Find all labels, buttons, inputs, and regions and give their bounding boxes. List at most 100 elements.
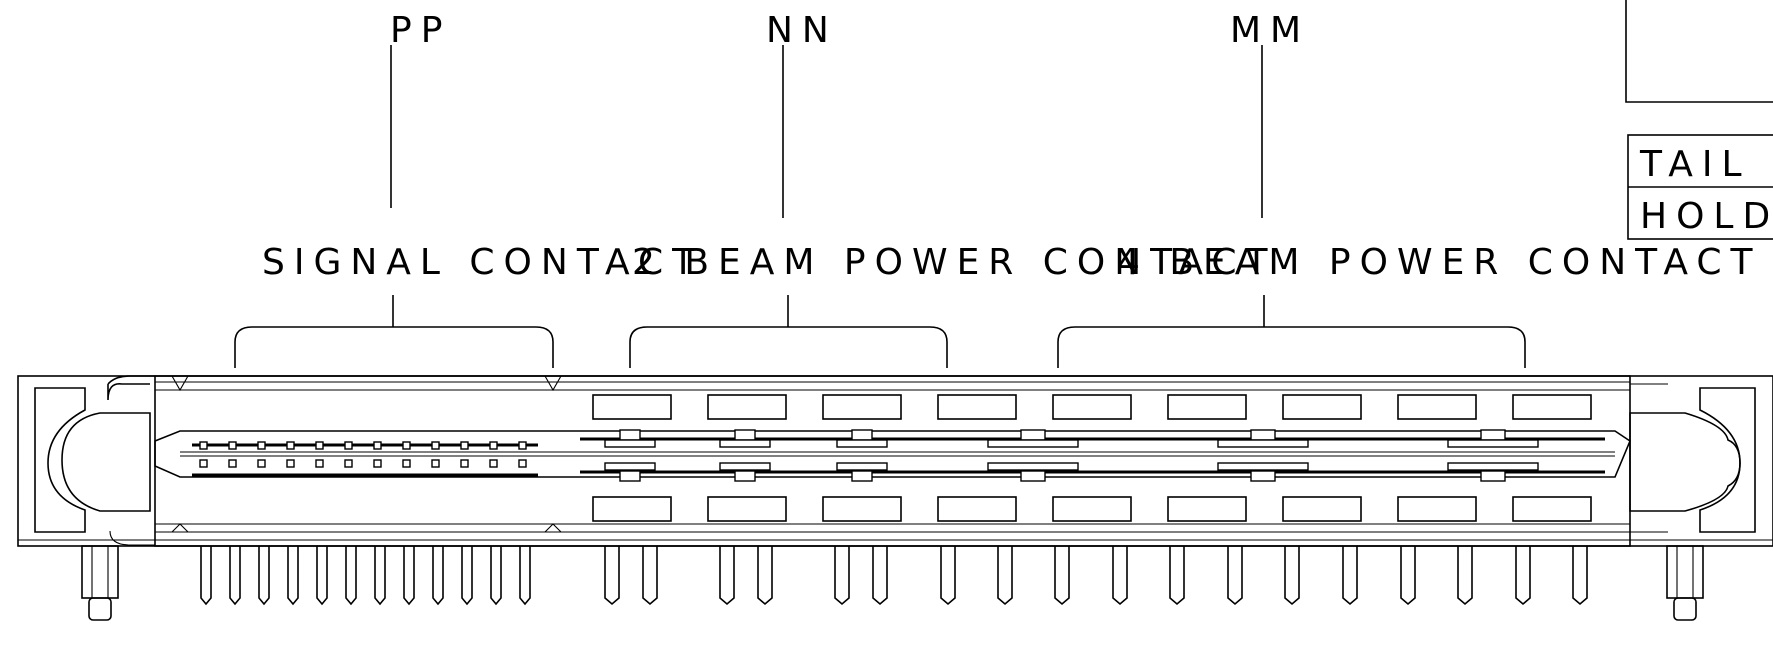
power-contact-4-beam (1217, 462, 1309, 471)
signal-tail-pin (287, 546, 299, 606)
signal-tail-pin (229, 546, 241, 606)
signal-contact (518, 459, 527, 468)
power-contact-latch (734, 429, 756, 441)
power-contact-latch (1250, 429, 1276, 441)
power-window-top (1397, 394, 1477, 420)
power-contact-blades (580, 429, 1605, 482)
power-contact-2-beam (604, 462, 656, 471)
signal-contact (431, 441, 440, 450)
signal-contact (344, 459, 353, 468)
power-tail-pin (1400, 546, 1416, 606)
signal-contact (315, 459, 324, 468)
power-tail-pin (1342, 546, 1358, 606)
power-window-bottom (1512, 496, 1592, 522)
signal-contact (518, 441, 527, 450)
power-contact-2-beam (836, 462, 888, 471)
section-label-2-beam-power-contact: 2 BEAM POWER CONTACT (632, 242, 1276, 283)
spec-table-row-tail-length: TAIL LE (1639, 144, 1773, 185)
power-contact-latch (851, 470, 873, 482)
power-window-top (822, 394, 902, 420)
signal-contact (257, 459, 266, 468)
power-contact-windows (592, 394, 1592, 522)
signal-contact (460, 441, 469, 450)
hold-down-post-left (81, 545, 119, 621)
callout-label-mm: MM (1230, 10, 1310, 51)
power-tail-pin (604, 546, 620, 606)
signal-contact (286, 441, 295, 450)
power-contact-latch (1480, 470, 1506, 482)
power-tail-pin (719, 546, 735, 606)
signal-contact (431, 459, 440, 468)
power-contact-latch (851, 429, 873, 441)
power-tail-pin (1457, 546, 1473, 606)
signal-contact (199, 441, 208, 450)
signal-contact-array (192, 441, 538, 477)
power-tail-pin (1515, 546, 1531, 606)
signal-tail-pin (316, 546, 328, 606)
callout-mm: MM (1230, 10, 1310, 218)
signal-contact (489, 441, 498, 450)
power-window-top (1282, 394, 1362, 420)
signal-tail-pin (258, 546, 270, 606)
left-end-cap (34, 375, 155, 546)
signal-tail-pin (200, 546, 212, 606)
power-contact-4-beam (1447, 439, 1539, 448)
signal-tail-pin (403, 546, 415, 606)
power-window-bottom (1167, 496, 1247, 522)
spec-table: TAIL LE HOLD-DO (1627, 134, 1773, 240)
power-contact-4-beam (987, 462, 1079, 471)
signal-contact (402, 441, 411, 450)
power-window-top (1512, 394, 1592, 420)
callout-nn: NN (766, 10, 829, 218)
power-contact-4-beam (987, 439, 1079, 448)
power-tail-pin (997, 546, 1013, 606)
power-tail-pin (834, 546, 850, 606)
power-tail-pin (872, 546, 888, 606)
signal-contact (460, 459, 469, 468)
signal-contact (489, 459, 498, 468)
power-contact-latch (734, 470, 756, 482)
power-window-top (707, 394, 787, 420)
power-contact-2-beam (719, 439, 771, 448)
power-window-bottom (707, 496, 787, 522)
signal-tail-pin (490, 546, 502, 606)
power-contact-2-beam (719, 462, 771, 471)
signal-contact (373, 459, 382, 468)
callout-label-pp: PP (390, 10, 451, 51)
power-tail-pin (940, 546, 956, 606)
signal-contact (373, 441, 382, 450)
power-contact-latch (1020, 429, 1046, 441)
power-tail-pin (1112, 546, 1128, 606)
brace-signal-contact (234, 295, 554, 368)
power-tail-pin (1054, 546, 1070, 606)
signal-tail-pin (374, 546, 386, 606)
signal-contact (228, 441, 237, 450)
signal-tail-pin (519, 546, 531, 606)
power-tail-pin (1284, 546, 1300, 606)
power-window-top (937, 394, 1017, 420)
power-tail-pin (1227, 546, 1243, 606)
signal-contact (286, 459, 295, 468)
right-end-cap (1629, 383, 1756, 533)
signal-tail-pin (461, 546, 473, 606)
detail-box (1625, 0, 1773, 103)
power-window-top (592, 394, 672, 420)
signal-contact (315, 441, 324, 450)
power-contact-latch (619, 429, 641, 441)
power-window-bottom (822, 496, 902, 522)
signal-tail-pin (345, 546, 357, 606)
section-label-4-beam-power-contact: 4 BEAM POWER CONTACT (1117, 242, 1761, 283)
signal-tail-pin (432, 546, 444, 606)
power-window-bottom (1052, 496, 1132, 522)
power-contact-latch (619, 470, 641, 482)
power-window-bottom (1397, 496, 1477, 522)
signal-contact (344, 441, 353, 450)
power-window-bottom (1282, 496, 1362, 522)
section-label-signal-contact: SIGNAL CONTACT (262, 242, 703, 283)
signal-contact (199, 459, 208, 468)
power-window-top (1167, 394, 1247, 420)
spec-table-row-hold-down: HOLD-DO (1640, 196, 1773, 237)
power-contact-4-beam (1447, 462, 1539, 471)
power-window-bottom (592, 496, 672, 522)
